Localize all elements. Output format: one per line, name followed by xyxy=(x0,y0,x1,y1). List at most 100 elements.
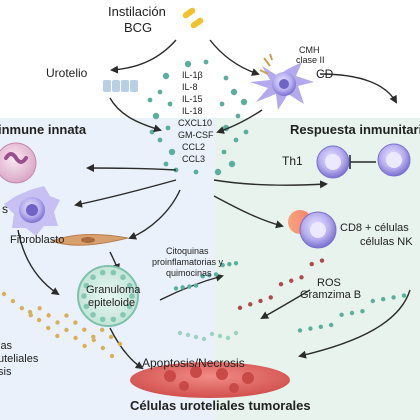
dendritic-cell-icon xyxy=(250,53,314,110)
arrow-bcg-to-cd xyxy=(209,39,260,76)
left-stream-dot xyxy=(109,353,115,359)
apoptosis-label: Apoptosis/Necrosis xyxy=(142,356,245,370)
apoptosis-dot xyxy=(201,336,207,342)
left-stream-dot xyxy=(10,298,16,304)
cytokine-stream-dot xyxy=(227,261,232,267)
granuloma-cell-dot xyxy=(126,303,133,310)
granuloma-cell-dot xyxy=(99,316,106,323)
tumor-cells-icon xyxy=(130,362,290,398)
cytokine-stream-dot xyxy=(220,262,225,268)
cytokine-dot xyxy=(221,149,227,155)
cytokine-stream-dot xyxy=(207,273,212,278)
cytokines-line3: quimocinas xyxy=(166,268,212,278)
tumor-cells-label: Células uroteliales tumorales xyxy=(130,398,311,413)
bcg-bacilli-icon xyxy=(182,7,204,29)
cd8-label: CD8 + células xyxy=(340,222,409,234)
cytokine-dot xyxy=(162,72,170,80)
ros-stream-dot xyxy=(248,302,253,307)
arrow-urothelium-to-cytokines xyxy=(109,97,162,133)
left-stream-dot xyxy=(37,306,42,311)
ros-stream-dot xyxy=(258,298,263,304)
cytokine-dot xyxy=(149,129,155,135)
arrow-to-macrophage xyxy=(74,179,177,208)
granuloma-cell-dot xyxy=(120,311,126,318)
cytokine-dot xyxy=(184,60,192,68)
left-stream-dot xyxy=(64,313,69,318)
left-stream-dot xyxy=(99,327,105,333)
cytokine-il1b: IL-1β xyxy=(182,70,203,80)
cytokine-dot xyxy=(147,97,153,103)
granuloma-cell-dot xyxy=(90,274,96,281)
macrophage-icon xyxy=(4,186,60,236)
left-stream-dot xyxy=(64,327,69,333)
granzyme-stream-dot xyxy=(391,295,396,300)
cytokine-dot xyxy=(214,168,222,176)
granzyme-label: Gramzima B xyxy=(300,289,362,301)
left-stream-dot xyxy=(55,320,60,325)
urothelium-label: Urotelio xyxy=(46,66,88,80)
th1-cell-icon xyxy=(316,145,350,179)
granzyme-stream-dot xyxy=(329,322,334,328)
granzyme-stream-dot xyxy=(401,293,407,298)
granuloma-cell-dot xyxy=(99,269,106,276)
cytokine-gmcsf: GM-CSF xyxy=(178,130,214,140)
ros-stream-dot xyxy=(289,278,294,283)
cytokine-cxcl10: CXCL10 xyxy=(178,118,213,128)
left-stream-dot xyxy=(82,343,87,349)
cmh-class-label: clase II xyxy=(296,55,325,65)
granuloma-cell-dot xyxy=(110,316,117,323)
granuloma-label: Granuloma xyxy=(86,284,141,296)
cytokine-dot xyxy=(228,160,236,168)
apoptosis-dot xyxy=(185,332,191,338)
cytokine-il18: IL-18 xyxy=(182,106,203,116)
ros-stream-dot xyxy=(268,295,273,300)
left-bottom-line1: ias xyxy=(0,340,13,352)
left-fragment-label: s xyxy=(2,202,8,216)
cytokine-ccl2: CCL2 xyxy=(182,142,206,152)
ros-stream-dot xyxy=(278,282,284,287)
arrow-to-cd8 xyxy=(213,195,284,229)
arrow-bcg-to-urothelium xyxy=(110,39,177,74)
cytokine-dot xyxy=(157,89,163,95)
cytokine-ccl3: CCL3 xyxy=(182,154,206,164)
left-stream-dot xyxy=(27,309,33,315)
granuloma-cell-dot xyxy=(81,293,87,299)
left-stream-dot xyxy=(1,291,7,297)
ros-stream-dot xyxy=(309,261,314,267)
left-stream-dot xyxy=(46,313,51,318)
cytokine-dot xyxy=(219,101,225,107)
fibroblast-label: Fibroblasto xyxy=(10,234,65,246)
granzyme-stream-dot xyxy=(308,326,313,331)
left-stream-dot xyxy=(36,317,42,323)
cytokine-dot xyxy=(203,59,209,65)
left-stream-dot xyxy=(100,345,106,351)
arrow-to-fibroblast xyxy=(128,189,181,240)
arrow-to-neutrophil xyxy=(86,164,177,173)
neutrophil-icon xyxy=(0,142,37,184)
granzyme-stream-dot xyxy=(297,328,303,333)
granuloma-icon xyxy=(77,265,139,327)
th1-label: Th1 xyxy=(282,154,303,168)
arrow-nk-to-apoptosis xyxy=(298,289,411,359)
granuloma-cell-dot xyxy=(129,293,135,299)
apoptosis-dot xyxy=(193,334,199,340)
granzyme-stream-dot xyxy=(370,298,375,304)
left-stream-dot xyxy=(73,320,78,325)
cytokine-stream-dot xyxy=(180,285,185,290)
left-stream-dot xyxy=(91,337,96,343)
arrow-macrophage-down xyxy=(17,229,60,296)
cytokine-dot xyxy=(235,113,241,119)
granuloma-cell-dot xyxy=(90,311,96,318)
nk-label: células NK xyxy=(360,236,413,248)
cytokine-dot xyxy=(165,125,171,131)
ros-stream-dot xyxy=(237,305,243,310)
cytokine-dot xyxy=(230,88,238,96)
granuloma-cell-dot xyxy=(126,282,133,289)
cytokine-dot xyxy=(193,169,199,175)
granuloma-cell-dot xyxy=(83,303,90,310)
ros-stream-dot xyxy=(299,275,304,280)
apoptosis-dot xyxy=(217,333,223,339)
arrow-cd-to-cytokines xyxy=(216,109,263,134)
